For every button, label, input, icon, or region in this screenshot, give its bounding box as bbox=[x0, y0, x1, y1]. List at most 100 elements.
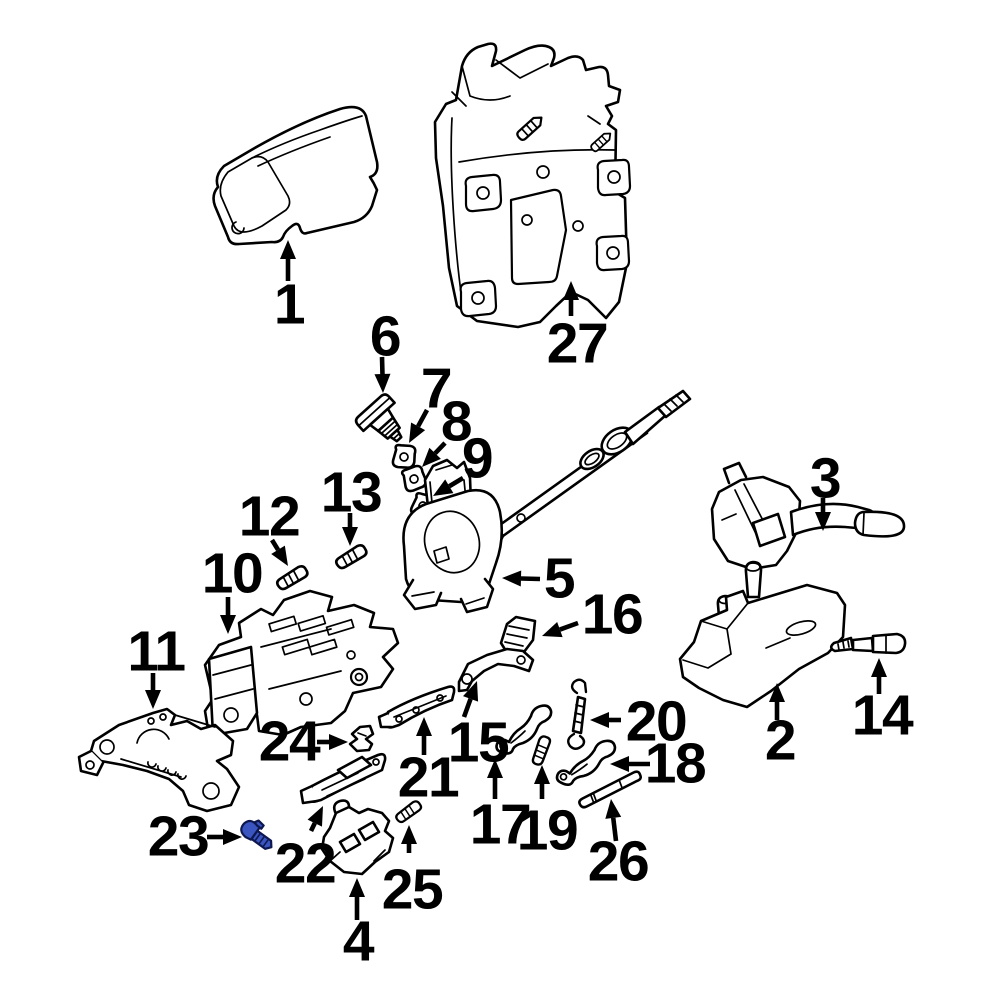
callout-number: 12 bbox=[239, 485, 299, 549]
callout-3: 3 bbox=[810, 447, 842, 531]
callout-number: 6 bbox=[370, 305, 400, 369]
part-27-support-bracket-drawing bbox=[433, 42, 632, 329]
callout-arrow-line bbox=[520, 576, 541, 582]
callout-arrowhead-icon bbox=[610, 756, 629, 772]
callout-number: 22 bbox=[275, 832, 335, 896]
callout-arrow-line bbox=[461, 698, 473, 718]
callout-arrowhead-icon bbox=[605, 799, 622, 819]
callout-12: 12 bbox=[239, 485, 301, 566]
callout-number: 19 bbox=[517, 799, 577, 863]
callout-arrowhead-icon bbox=[349, 878, 365, 897]
callout-7: 7 bbox=[409, 357, 453, 443]
callout-arrow-line bbox=[559, 620, 579, 632]
callout-arrowhead-icon bbox=[401, 825, 417, 844]
callout-number: 17 bbox=[470, 793, 530, 857]
callout-arrowhead-icon bbox=[409, 422, 426, 443]
callout-24: 24 bbox=[259, 710, 348, 774]
callout-arrowhead-icon bbox=[145, 690, 161, 709]
part-2-lower-column-cover-drawing bbox=[678, 560, 847, 709]
callout-number: 16 bbox=[582, 583, 642, 647]
callout-11: 11 bbox=[127, 620, 187, 709]
part-12-pin-drawing bbox=[274, 562, 311, 594]
callout-arrowhead-icon bbox=[329, 734, 348, 750]
part-11-lower-bracket-drawing bbox=[77, 707, 241, 813]
callout-arrowhead-icon bbox=[223, 829, 242, 845]
part-19-pin-drawing bbox=[530, 734, 553, 768]
callout-arrowhead-icon bbox=[502, 570, 522, 587]
callout-number: 27 bbox=[547, 312, 607, 376]
part-4-actuator-housing-drawing bbox=[320, 799, 395, 876]
part-26-rod-drawing bbox=[578, 770, 643, 809]
callout-number: 11 bbox=[127, 620, 185, 684]
callout-2: 2 bbox=[765, 683, 797, 773]
callout-19: 19 bbox=[517, 765, 579, 863]
part-3-multifunction-switch-drawing bbox=[710, 461, 906, 571]
callout-6: 6 bbox=[370, 305, 402, 393]
callout-arrow-line bbox=[433, 441, 447, 455]
callout-number: 18 bbox=[645, 732, 705, 796]
callout-number: 1 bbox=[274, 273, 305, 337]
callout-13: 13 bbox=[321, 461, 383, 546]
part-13-pin-drawing bbox=[333, 541, 370, 573]
callout-number: 14 bbox=[852, 684, 914, 748]
callout-10: 10 bbox=[202, 542, 264, 634]
part-15-actuator-arm-drawing bbox=[457, 647, 535, 693]
callout-number: 3 bbox=[810, 447, 840, 511]
callout-arrowhead-icon bbox=[815, 512, 831, 531]
part-8-grommet-drawing bbox=[399, 463, 429, 494]
callout-arrowhead-icon bbox=[307, 806, 323, 827]
callout-number: 9 bbox=[462, 427, 492, 491]
callout-21: 21 bbox=[398, 717, 460, 810]
callout-8: 8 bbox=[422, 390, 473, 467]
part-1-upper-column-cover-drawing bbox=[212, 105, 379, 246]
callout-number: 15 bbox=[448, 711, 509, 775]
callout-arrowhead-icon bbox=[422, 447, 441, 467]
callout-number: 24 bbox=[259, 710, 321, 774]
callout-number: 23 bbox=[148, 805, 208, 869]
callout-arrow-line bbox=[448, 476, 465, 489]
callout-arrowhead-icon bbox=[374, 373, 391, 393]
part-5-lock-housing-drawing bbox=[402, 458, 504, 614]
callout-number: 7 bbox=[421, 357, 451, 421]
callout-number: 10 bbox=[202, 542, 262, 606]
callout-arrowhead-icon bbox=[463, 681, 479, 702]
callout-arrowhead-icon bbox=[271, 545, 288, 566]
callout-arrowhead-icon bbox=[342, 527, 358, 546]
part-23-highlighted-bolt-drawing bbox=[240, 819, 273, 850]
callout-number: 21 bbox=[398, 746, 459, 810]
part-21-rail-drawing bbox=[377, 685, 456, 729]
callout-14: 14 bbox=[852, 658, 915, 748]
callout-20: 20 bbox=[590, 690, 688, 754]
part-10-column-housing-drawing bbox=[203, 589, 400, 737]
part-16-bracket-drawing bbox=[499, 615, 537, 654]
part-18-lever-drawing bbox=[554, 734, 617, 791]
callout-4: 4 bbox=[343, 878, 376, 974]
callout-arrowhead-icon bbox=[871, 658, 887, 677]
callout-17: 17 bbox=[470, 759, 532, 857]
callout-arrowhead-icon bbox=[487, 759, 503, 778]
callout-arrow-line bbox=[416, 408, 430, 428]
callout-number: 8 bbox=[441, 390, 471, 454]
callout-18: 18 bbox=[610, 732, 707, 796]
callout-22: 22 bbox=[275, 806, 337, 896]
callout-arrowhead-icon bbox=[590, 712, 609, 728]
callout-arrowhead-icon bbox=[769, 683, 785, 702]
callout-23: 23 bbox=[148, 805, 242, 869]
callout-arrowhead-icon bbox=[534, 765, 550, 784]
part-6-ignition-switch-drawing bbox=[354, 393, 403, 443]
callout-arrowhead-icon bbox=[280, 240, 296, 259]
callout-27: 27 bbox=[547, 281, 609, 376]
callout-arrow-line bbox=[270, 538, 281, 552]
parts-layer bbox=[77, 42, 907, 876]
callout-arrowhead-icon bbox=[220, 615, 236, 634]
callout-5: 5 bbox=[502, 547, 576, 611]
part-24-clip-drawing bbox=[348, 724, 375, 753]
callout-number: 5 bbox=[544, 547, 575, 611]
callout-arrowhead-icon bbox=[563, 281, 579, 300]
callout-arrowhead-icon bbox=[416, 717, 432, 736]
callout-26: 26 bbox=[588, 799, 650, 894]
callout-number: 2 bbox=[765, 709, 795, 773]
